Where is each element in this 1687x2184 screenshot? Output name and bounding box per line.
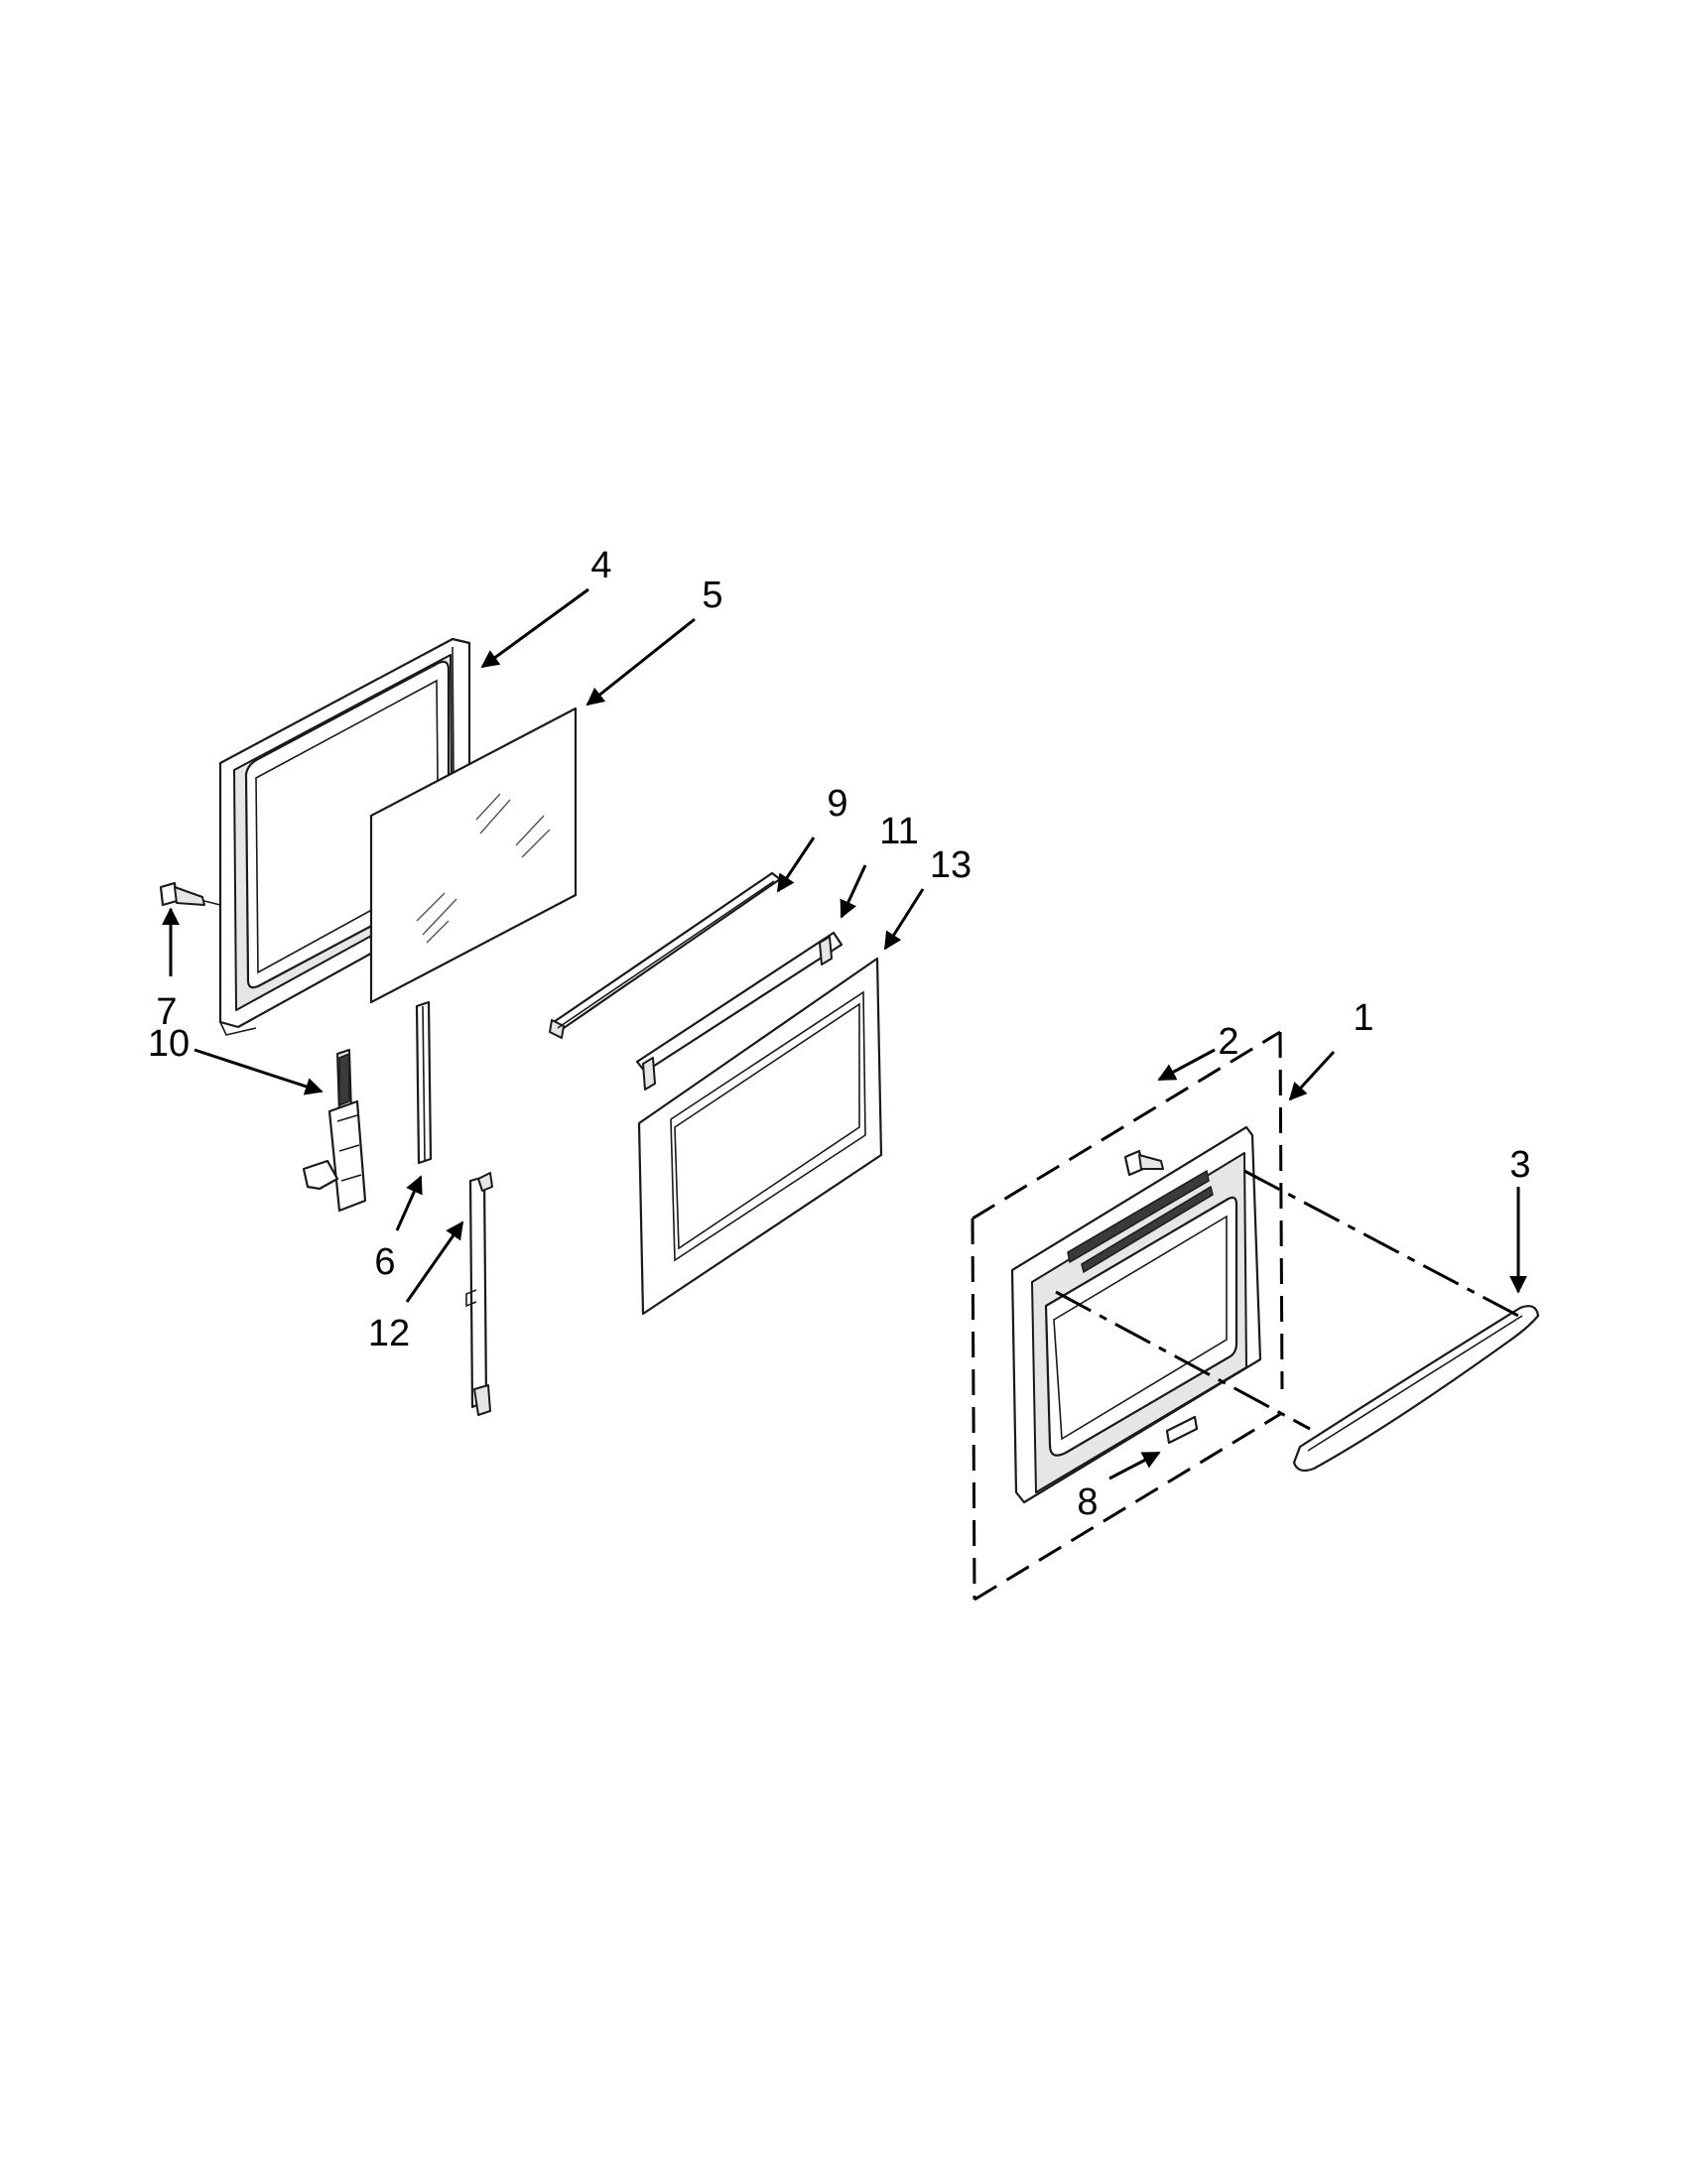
callout-10: 10	[148, 1023, 190, 1065]
inner-glass-frame-13	[637, 957, 883, 1316]
callout-11: 11	[879, 811, 918, 852]
callout-labels: 4 5 9 11 13 7 10 6 12 1 2 3 8	[148, 545, 1531, 1523]
callout-2: 2	[1218, 1021, 1238, 1063]
leader-lines	[162, 587, 1527, 1480]
outer-door-panel	[1010, 1125, 1262, 1504]
callout-9: 9	[827, 783, 847, 825]
assembly-boundary	[971, 1030, 1284, 1602]
screw-2	[1123, 1149, 1164, 1177]
callout-12: 12	[368, 1313, 410, 1354]
callout-7: 7	[156, 991, 177, 1033]
screw-7	[159, 881, 221, 907]
callout-5: 5	[702, 575, 722, 616]
callout-3: 3	[1509, 1144, 1530, 1186]
alignment-lines	[1055, 1169, 1519, 1431]
callout-13: 13	[930, 844, 972, 886]
door-hinge	[302, 1049, 367, 1213]
callout-8: 8	[1077, 1481, 1098, 1523]
door-glass-panel	[369, 707, 578, 1004]
badge-8	[1165, 1415, 1199, 1445]
callout-4: 4	[590, 545, 611, 586]
door-rail-bracket-11	[635, 931, 844, 1091]
callout-1: 1	[1353, 997, 1373, 1039]
side-channel-6	[415, 1000, 433, 1165]
door-top-rail-9	[549, 871, 782, 1039]
side-trim-12	[465, 1172, 493, 1416]
callout-6: 6	[374, 1241, 395, 1283]
door-handle	[1292, 1305, 1540, 1473]
